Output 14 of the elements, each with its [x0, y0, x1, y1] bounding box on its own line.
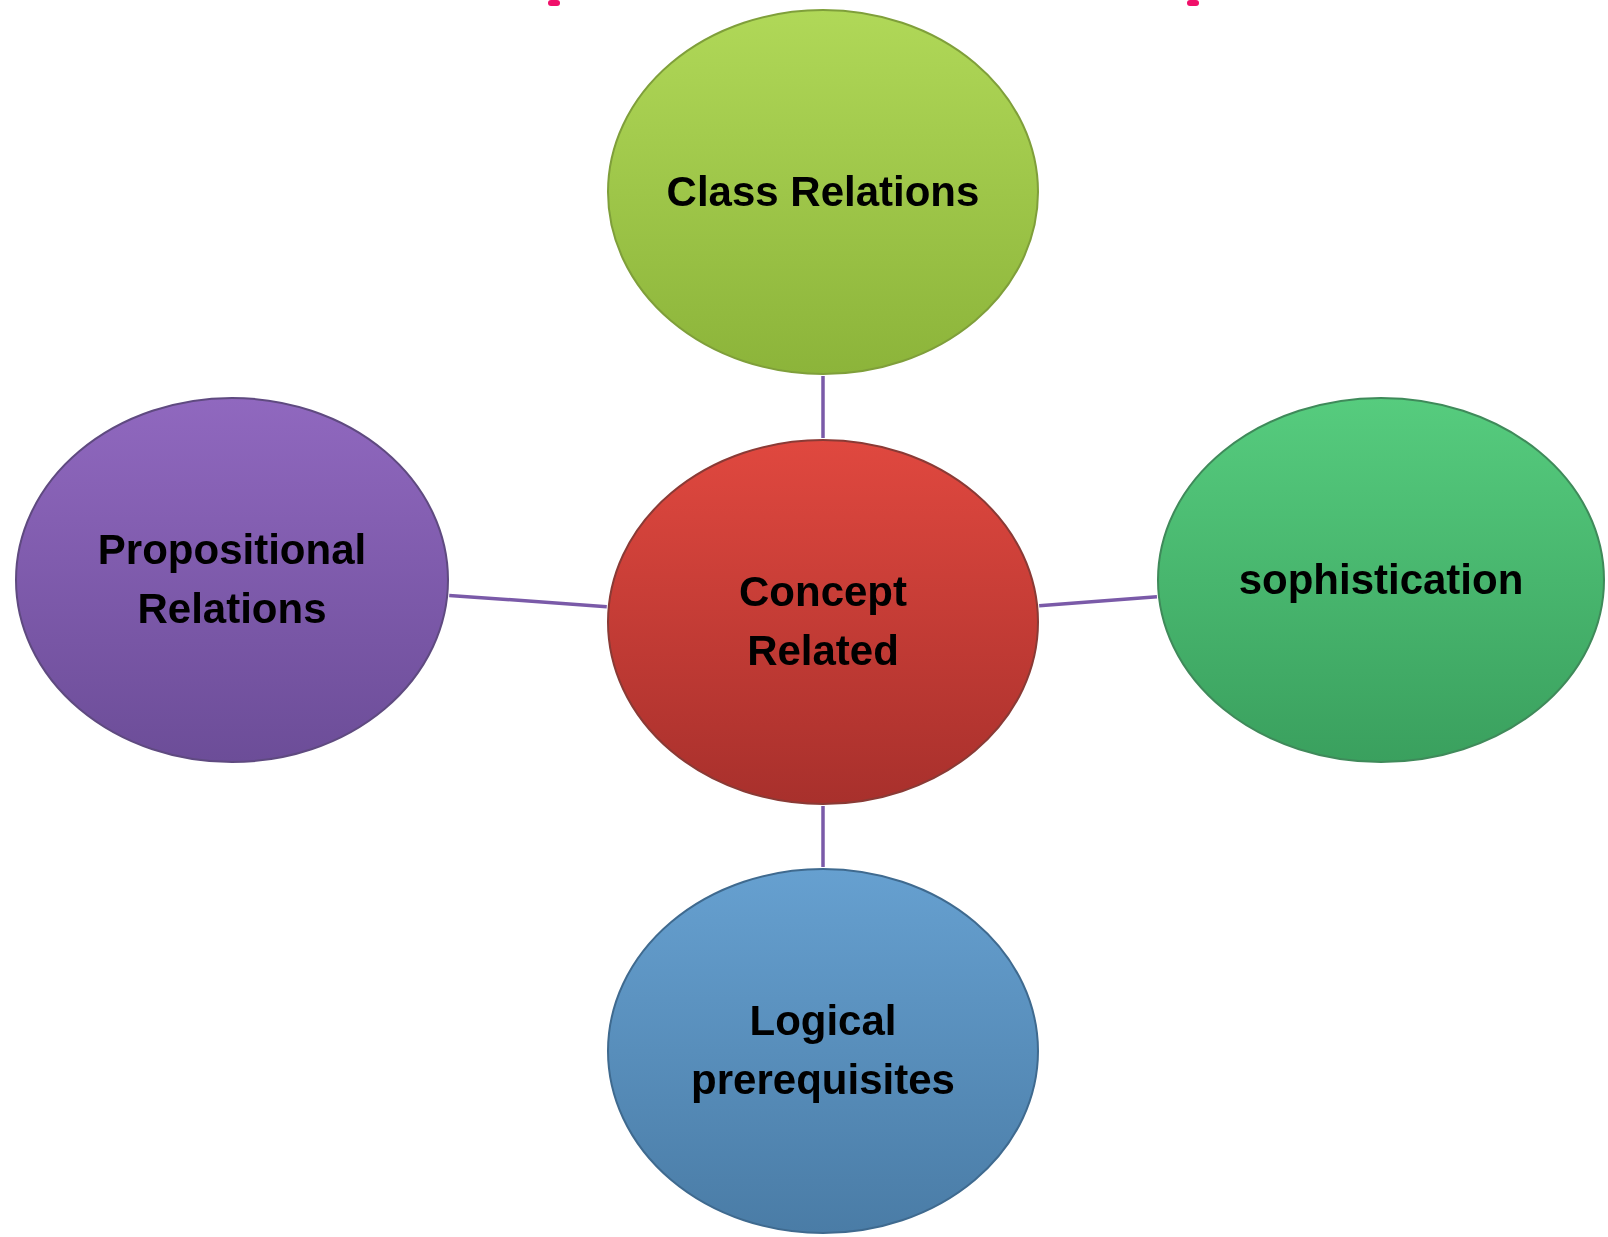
node-label: sophistication: [1238, 554, 1524, 605]
ellipse-node: [14, 396, 450, 764]
node-label: Logical prerequisites: [690, 996, 956, 1105]
node-label: Propositional Relations: [96, 525, 368, 634]
ellipse-node: [606, 867, 1040, 1235]
connector-line: [821, 376, 825, 438]
connector-line: [1039, 595, 1158, 608]
ellipse-node: [606, 8, 1040, 376]
node-label: Concept Related: [738, 567, 908, 676]
ellipse-node: [1156, 396, 1606, 764]
connector-line: [449, 593, 607, 609]
ellipse-node: [606, 438, 1040, 806]
node-label: Class Relations: [666, 166, 980, 217]
connector-line: [821, 806, 825, 867]
